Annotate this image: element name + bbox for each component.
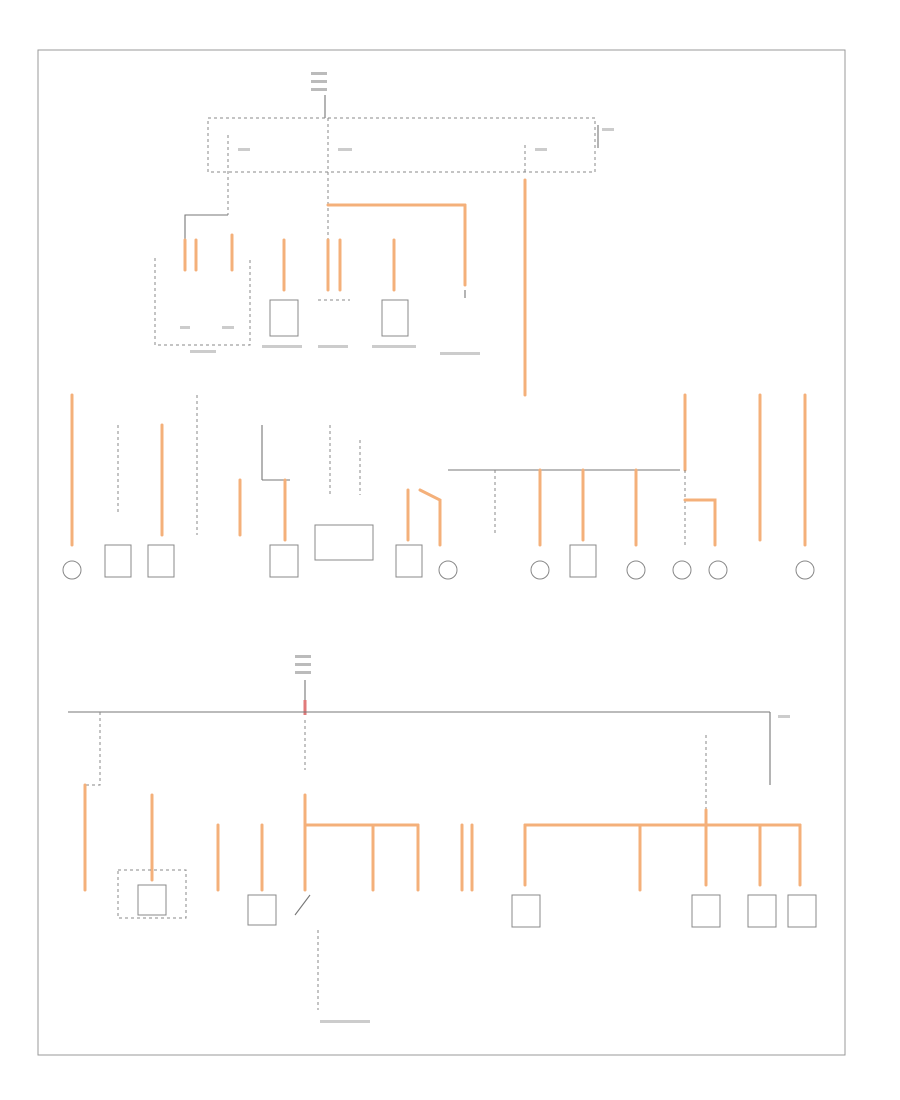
- mid-module-d: [314, 524, 374, 561]
- module-a-label: [262, 345, 302, 348]
- mid-wire-16: [683, 498, 717, 547]
- module-b: [381, 299, 409, 337]
- lower-module-e: [747, 894, 777, 928]
- fuse-left-label: [238, 148, 250, 151]
- bulb-icon: [708, 560, 728, 580]
- upper-fuse-box: [207, 117, 596, 173]
- bulb-icon: [795, 560, 815, 580]
- lower-module-b: [247, 894, 277, 926]
- lower-module-c: [511, 894, 541, 928]
- mid-relay-feed: [261, 425, 290, 481]
- mid-wire-9: [406, 488, 442, 547]
- fuse-center-label: [338, 148, 352, 151]
- left-module-outline: [154, 258, 251, 346]
- mid-switch-c: [569, 544, 597, 578]
- left-module-label-b: [222, 326, 234, 329]
- lower-supply-label: [295, 655, 311, 674]
- ground-icon: [320, 1020, 370, 1023]
- bulb-icon: [626, 560, 646, 580]
- upper-supply-label: [311, 72, 327, 91]
- lower-module-d: [691, 894, 721, 928]
- fuse-box-label: [602, 128, 614, 131]
- lower-module-a: [137, 884, 167, 916]
- left-module-label-a: [180, 326, 190, 329]
- bulb-icon: [530, 560, 550, 580]
- center-drop-label: [318, 345, 348, 348]
- left-module-title: [190, 350, 216, 353]
- lower-fuse-label: [778, 715, 790, 718]
- center-branch-right-label: [440, 352, 480, 355]
- middle-row-components: [62, 393, 815, 580]
- bulb-icon: [672, 560, 692, 580]
- lower-module-outline: [117, 869, 187, 919]
- mid-module-c: [269, 544, 299, 578]
- diagram-frame: [37, 49, 846, 1056]
- module-a: [269, 299, 299, 337]
- left-feed-wire: [184, 214, 228, 240]
- bulb-icon: [62, 560, 82, 580]
- lower-module-f: [787, 894, 817, 928]
- upper-power-distribution: [154, 72, 614, 397]
- fuse-right-label: [535, 148, 547, 151]
- module-b-label: [372, 345, 416, 348]
- mid-switch-b: [395, 544, 423, 578]
- switch-icon: [294, 894, 311, 916]
- connector-icon: [104, 544, 132, 578]
- bulb-icon: [438, 560, 458, 580]
- lower-left-fuse: [85, 712, 101, 786]
- mid-switch-a: [147, 544, 175, 578]
- lower-power-distribution: [68, 655, 817, 1023]
